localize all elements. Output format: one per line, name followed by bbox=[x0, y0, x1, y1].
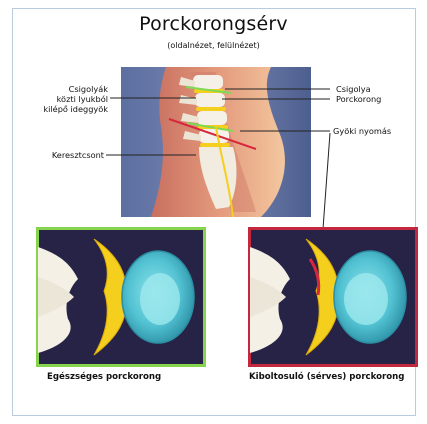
label-nerve-root-exit: Csigolyák közti lyukból kilépő ideggyök bbox=[20, 84, 108, 114]
herniated-disc-panel bbox=[248, 227, 418, 367]
herniated-disc-nucleus bbox=[344, 273, 388, 325]
label-disc: Porckorong bbox=[336, 94, 381, 104]
healthy-disc-panel bbox=[36, 227, 206, 367]
caption-healthy: Egészséges porckorong bbox=[47, 372, 161, 382]
label-root-compression: Gyöki nyomás bbox=[333, 126, 391, 136]
label-vertebra: Csigolya bbox=[336, 84, 371, 94]
caption-herniated: Kiboltosuló (sérves) porckorong bbox=[249, 372, 404, 382]
label-sacrum: Keresztcsont bbox=[20, 150, 104, 160]
healthy-disc-nucleus bbox=[140, 273, 180, 325]
